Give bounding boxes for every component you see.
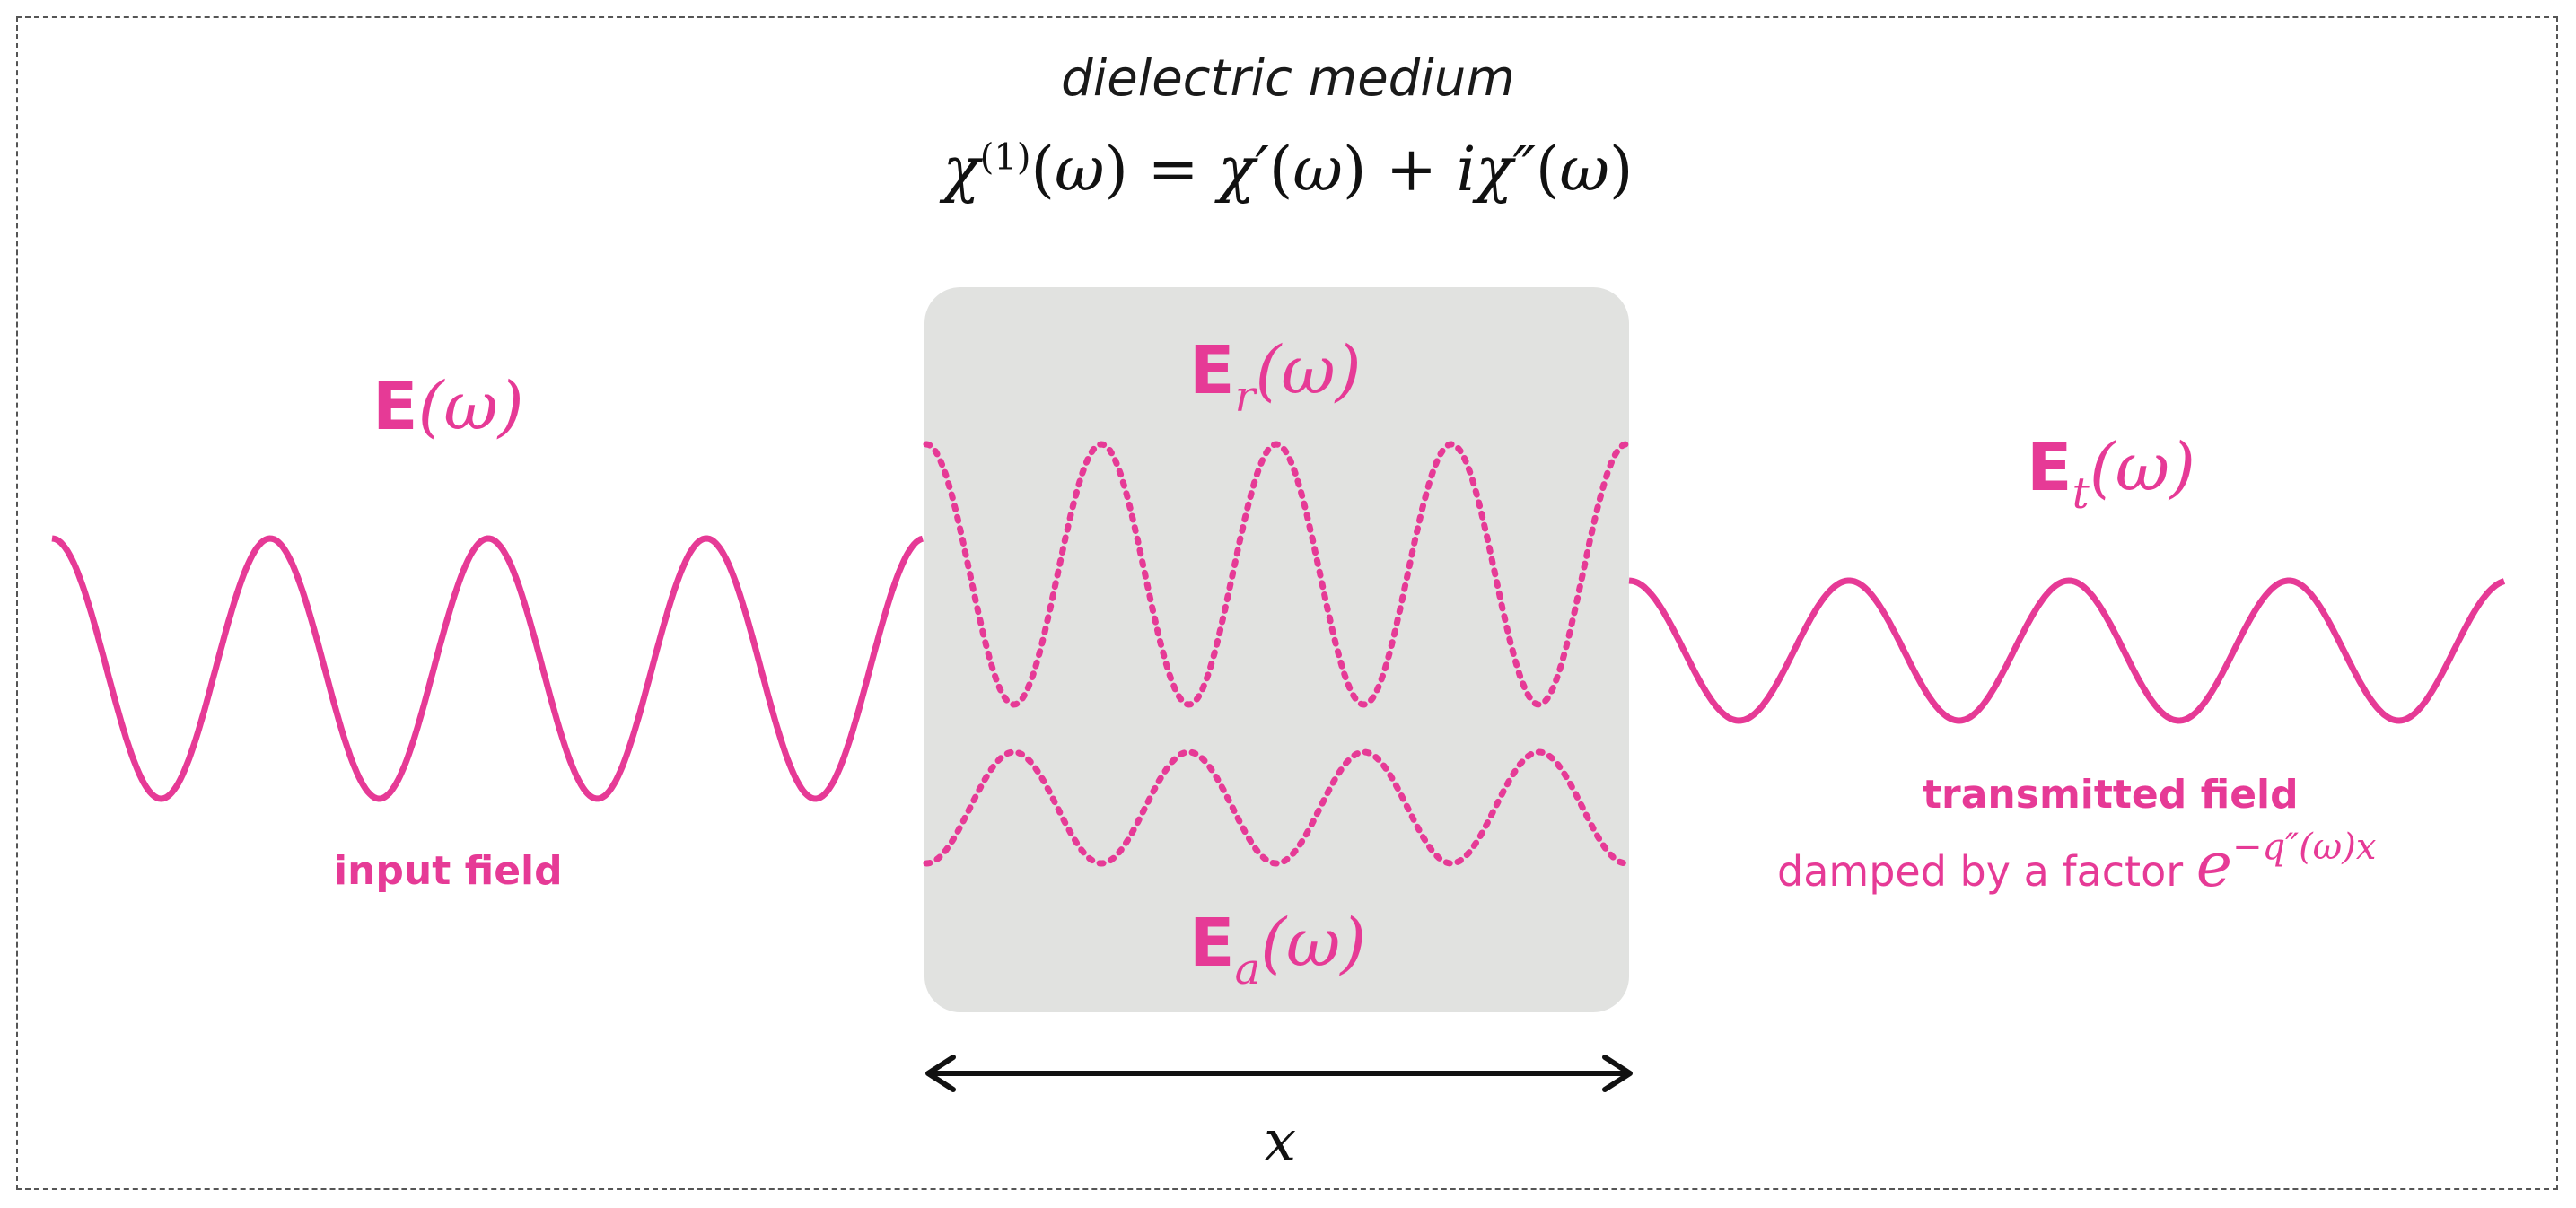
- thickness-label: x: [1264, 1108, 1297, 1175]
- absorbed-field-symbol: Ea(ω): [1189, 905, 1367, 994]
- input-field-label: input field: [334, 848, 563, 894]
- input-field-symbol: E(ω): [372, 368, 524, 445]
- damping-caption: damped by a factor: [1777, 847, 2184, 896]
- diagram-title: dielectric medium: [1061, 49, 1515, 108]
- transmitted-field-label: transmitted field: [1923, 772, 2299, 818]
- diagram-border: [16, 16, 2558, 1190]
- transmitted-wave: [1628, 577, 2506, 724]
- damping-factor-text: damped by a factor e−q″(ω)x: [1777, 827, 2377, 901]
- thickness-arrow: [925, 1055, 1633, 1092]
- input-wave: [51, 535, 924, 802]
- damping-expression: e−q″(ω)x: [2195, 827, 2377, 901]
- transmitted-field-symbol: Et(ω): [2027, 429, 2195, 519]
- reflected-wave: [923, 441, 1630, 708]
- absorbed-wave: [923, 748, 1630, 867]
- reflected-field-symbol: Er(ω): [1189, 332, 1362, 422]
- susceptibility-equation: χ(1)(ω) = χ′(ω) + iχ″(ω): [942, 135, 1634, 206]
